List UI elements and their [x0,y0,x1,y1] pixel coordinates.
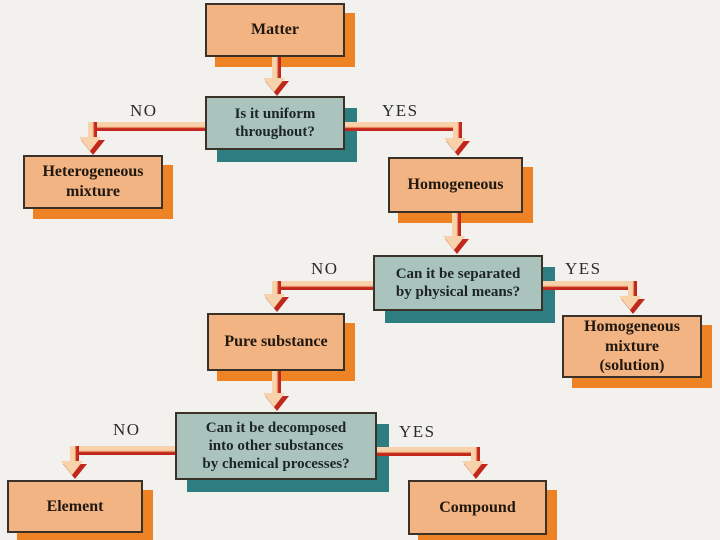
node-separate-question: Can it be separated by physical means? [373,255,543,311]
node-heterogeneous-mixture: Heterogeneous mixture [23,155,163,209]
node-pure-substance: Pure substance [207,313,345,371]
edge-label-separate-yes: YES [565,259,602,278]
node-compound: Compound [408,480,547,535]
edge-label-decompose-no: NO [113,420,141,439]
node-decompose-question: Can it be decomposed into other substanc… [175,412,377,480]
node-matter: Matter [205,3,345,57]
edge-label-uniform-yes: YES [382,101,419,120]
node-uniform-question: Is it uniform throughout? [205,96,345,150]
node-element: Element [7,480,143,533]
edge-label-decompose-yes: YES [399,422,436,441]
node-homogeneous: Homogeneous [388,157,523,213]
edge-label-uniform-no: NO [130,101,158,120]
edge-label-separate-no: NO [311,259,339,278]
node-homogeneous-mixture-solution: Homogeneous mixture (solution) [562,315,702,378]
